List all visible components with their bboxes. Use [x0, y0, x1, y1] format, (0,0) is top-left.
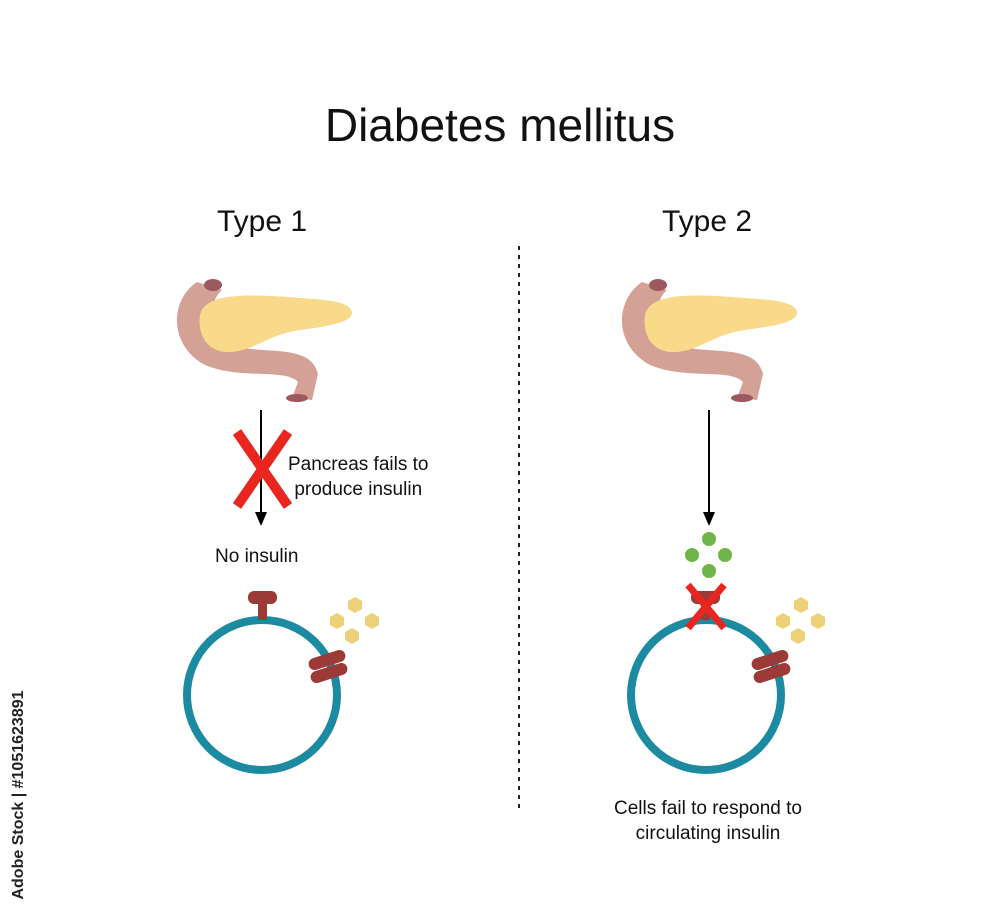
type2-duodenum-bottom-end: [731, 394, 753, 402]
type2-note-line2: circulating insulin: [635, 823, 781, 844]
type1-pancreas: [176, 279, 353, 402]
type2-glucose-molecules-icon: [776, 597, 825, 644]
diagram-title: Diabetes mellitus: [324, 99, 676, 151]
watermark-text: Adobe Stock | #1051623891: [10, 690, 27, 900]
type2-cell-membrane: [627, 616, 785, 774]
type2-cell: [627, 582, 825, 774]
type1-block-cross-icon: [232, 429, 293, 509]
type1-insulin-receptor-icon: [248, 591, 277, 620]
type1-glucose-molecules-icon: [330, 597, 379, 644]
type1-glucose-transporter-icon: [308, 649, 348, 684]
type2-cells-note: Cells fail to respond to circulating ins…: [588, 796, 828, 846]
type2-block-cross-icon: [685, 582, 727, 631]
type2-heading: Type 2: [662, 205, 753, 238]
type1-cell-membrane: [183, 616, 341, 774]
type2-insulin-molecules-icon: [685, 532, 732, 578]
type1-note-line1: Pancreas fails to: [288, 454, 429, 475]
type2-pancreas: [621, 279, 798, 402]
type2-arrow: [703, 410, 715, 526]
type2-note-line1: Cells fail to respond to: [614, 798, 802, 819]
stock-watermark: Adobe Stock | #1051623891: [4, 680, 34, 910]
type1-note-line2: produce insulin: [294, 479, 423, 500]
type1-no-insulin-label: No insulin: [215, 546, 299, 567]
type1-duodenum-top-end: [204, 279, 222, 291]
type2-glucose-transporter-icon: [751, 649, 791, 684]
type1-pancreas-body: [199, 295, 353, 353]
type2-duodenum-top-end: [649, 279, 667, 291]
type2-duodenum: [621, 282, 763, 400]
type2-pancreas-body: [644, 295, 798, 353]
type1-duodenum-bottom-end: [286, 394, 308, 402]
type1-cell: [183, 591, 379, 774]
type1-heading: Type 1: [217, 205, 308, 238]
type1-pancreas-note: Pancreas fails to produce insulin: [288, 452, 428, 502]
type1-duodenum: [176, 282, 318, 400]
